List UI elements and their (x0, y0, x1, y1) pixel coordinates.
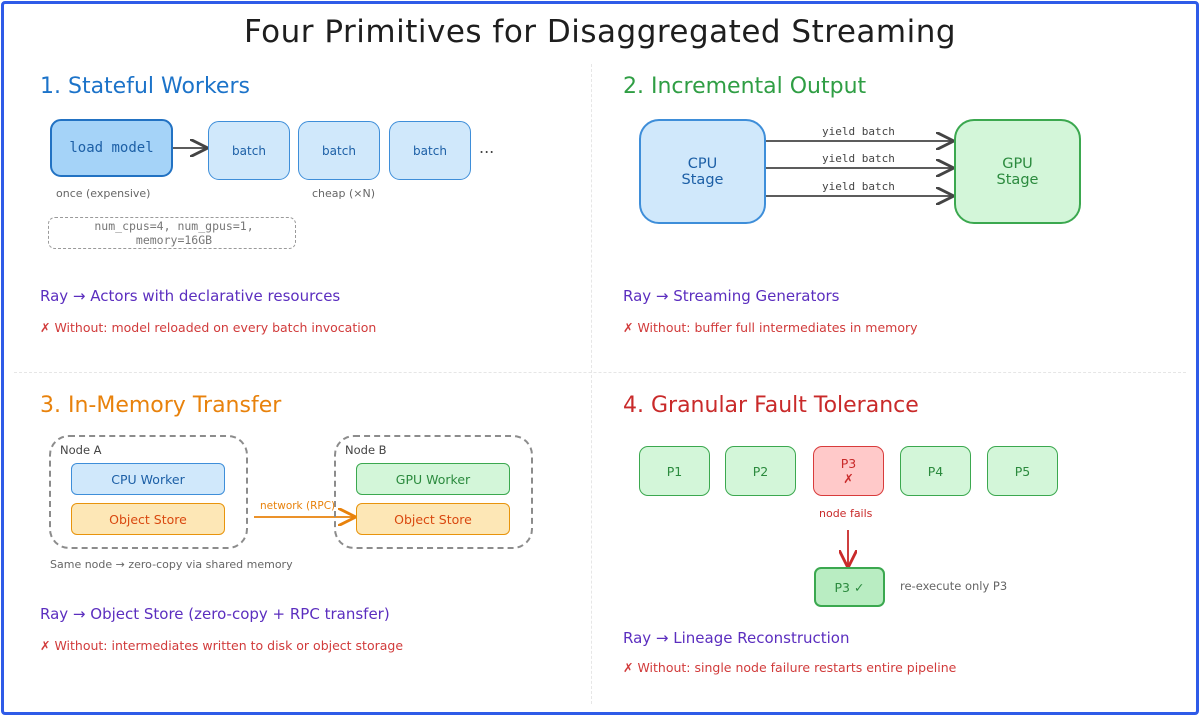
arrows-layer (173, 4, 1196, 712)
section-2-without: ✗ Without: buffer full intermediates in … (623, 320, 918, 335)
horizontal-divider (14, 372, 1186, 373)
section-4-title: 4. Granular Fault Tolerance (623, 393, 919, 418)
partition-p2: P2 (725, 446, 796, 496)
cpu-stage-box: CPU Stage (639, 119, 766, 224)
section-3-title: 3. In-Memory Transfer (40, 393, 282, 418)
once-label: once (expensive) (56, 187, 151, 200)
partition-p4: P4 (900, 446, 971, 496)
gpu-worker-box: GPU Worker (356, 463, 510, 495)
yield-label-1: yield batch (822, 125, 895, 138)
partition-p3-failed: P3 ✗ (813, 446, 884, 496)
node-b-container (334, 435, 533, 549)
section-2-ray: Ray → Streaming Generators (623, 287, 840, 305)
network-label: network (RPC) (260, 500, 336, 512)
reexecute-label: re-execute only P3 (900, 579, 1008, 593)
same-node-note: Same node → zero-copy via shared memory (50, 558, 293, 571)
gpu-stage-box: GPU Stage (954, 119, 1081, 224)
object-store-b-box: Object Store (356, 503, 510, 535)
section-1-without: ✗ Without: model reloaded on every batch… (40, 320, 377, 335)
node-b-label: Node B (345, 443, 387, 457)
resource-spec: num_cpus=4, num_gpus=1, memory=16GB (48, 217, 296, 249)
section-3-without: ✗ Without: intermediates written to disk… (40, 638, 404, 653)
yield-label-3: yield batch (822, 180, 895, 193)
diagram-title: Four Primitives for Disaggregated Stream… (243, 14, 957, 50)
batch-ellipsis: ... (479, 138, 495, 157)
batch-box-2: batch (298, 121, 380, 180)
cpu-worker-box: CPU Worker (71, 463, 225, 495)
partition-p1: P1 (639, 446, 710, 496)
partition-p3-retry: P3 ✓ (814, 567, 885, 607)
yield-label-2: yield batch (822, 152, 895, 165)
batch-box-3: batch (389, 121, 471, 180)
section-1-ray: Ray → Actors with declarative resources (40, 287, 341, 305)
section-4-without: ✗ Without: single node failure restarts … (623, 660, 957, 675)
cheap-label: cheap (×N) (312, 187, 376, 200)
object-store-a-box: Object Store (71, 503, 225, 535)
load-model-box: load model (50, 119, 173, 177)
vertical-divider (591, 64, 592, 704)
section-3-ray: Ray → Object Store (zero-copy + RPC tran… (40, 605, 390, 623)
batch-box-1: batch (208, 121, 290, 180)
node-a-container (49, 435, 248, 549)
section-1-title: 1. Stateful Workers (40, 74, 250, 99)
partition-p5: P5 (987, 446, 1058, 496)
section-2-title: 2. Incremental Output (623, 74, 867, 99)
section-4-ray: Ray → Lineage Reconstruction (623, 629, 850, 647)
node-a-label: Node A (60, 443, 102, 457)
node-fails-label: node fails (819, 507, 873, 520)
